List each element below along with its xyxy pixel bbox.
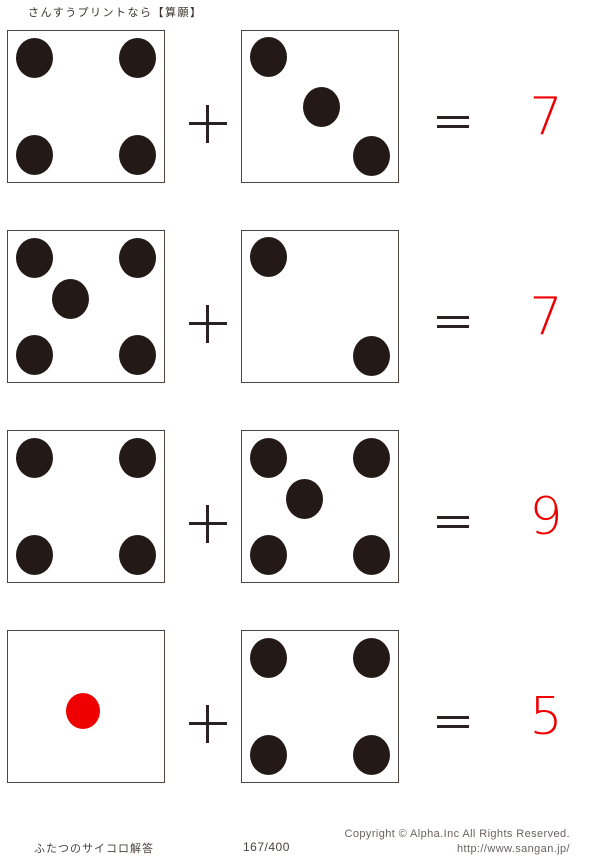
die-right — [241, 30, 399, 183]
die-pip — [285, 478, 323, 519]
problem-row: 7 — [0, 25, 600, 225]
die-pip — [352, 534, 390, 575]
plus-operator-icon — [189, 505, 227, 543]
equals-operator-icon — [437, 116, 469, 132]
die-pip — [118, 134, 156, 175]
die-left — [7, 230, 165, 383]
problem-row: 5 — [0, 625, 600, 825]
problem-row: 9 — [0, 425, 600, 625]
die-pip — [118, 38, 156, 79]
page-header: さんすうプリントなら【算願】 — [28, 6, 203, 19]
die-right — [241, 630, 399, 783]
die-pip — [16, 334, 54, 375]
die-right — [241, 230, 399, 383]
die-left — [7, 630, 165, 783]
die-pip — [250, 534, 288, 575]
die-pip — [352, 336, 390, 377]
die-pip — [352, 438, 390, 479]
die-right — [241, 430, 399, 583]
die-pip — [352, 136, 390, 177]
die-pip — [250, 734, 288, 775]
die-pip — [16, 38, 54, 79]
die-pip — [250, 638, 288, 679]
footer-copyright: Copyright © Alpha.Inc All Rights Reserve… — [344, 828, 570, 840]
die-pip — [250, 438, 288, 479]
die-pip — [352, 734, 390, 775]
equals-operator-icon — [437, 316, 469, 332]
die-pip — [118, 438, 156, 479]
die-pip — [352, 638, 390, 679]
plus-operator-icon — [189, 105, 227, 143]
die-pip — [16, 534, 54, 575]
die-pip — [16, 438, 54, 479]
die-pip — [118, 334, 156, 375]
die-pip — [303, 86, 341, 127]
plus-operator-icon — [189, 305, 227, 343]
answer-value: 9 — [529, 487, 563, 547]
equals-operator-icon — [437, 516, 469, 532]
footer-title: ふたつのサイコロ解答 — [34, 842, 154, 855]
die-pip — [16, 238, 54, 279]
die-pip — [118, 534, 156, 575]
die-pip-red — [65, 693, 100, 730]
answer-value: 7 — [529, 287, 563, 347]
answer-value: 7 — [529, 87, 563, 147]
die-pip — [16, 134, 54, 175]
die-pip — [118, 238, 156, 279]
die-pip — [250, 36, 288, 77]
die-left — [7, 430, 165, 583]
answer-value: 5 — [529, 687, 563, 747]
plus-operator-icon — [189, 705, 227, 743]
die-pip — [51, 278, 89, 319]
problem-row: 7 — [0, 225, 600, 425]
die-pip — [250, 236, 288, 277]
footer-page-number: 167/400 — [243, 840, 290, 854]
die-left — [7, 30, 165, 183]
page-footer: ふたつのサイコロ解答 167/400 Copyright © Alpha.Inc… — [0, 824, 600, 859]
footer-url: http://www.sangan.jp/ — [457, 843, 570, 855]
equals-operator-icon — [437, 716, 469, 732]
